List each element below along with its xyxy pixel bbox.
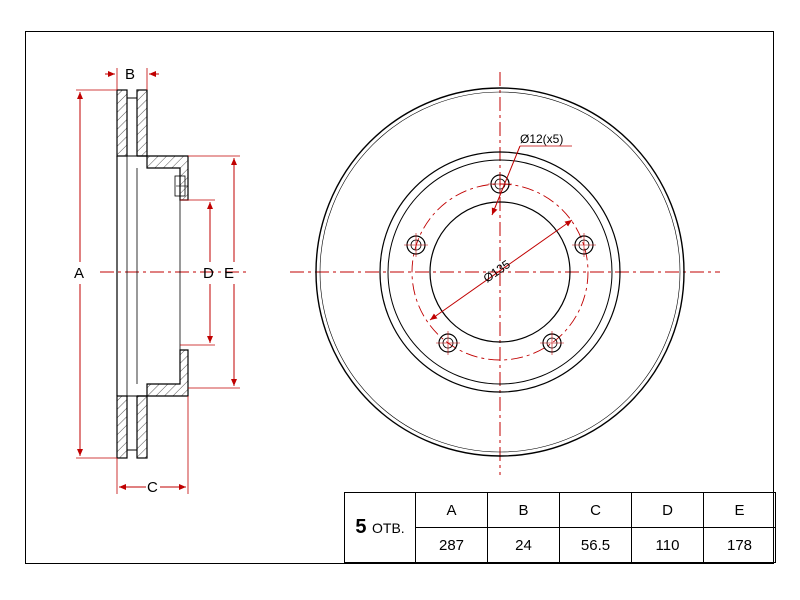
dimension-e: E	[188, 155, 240, 389]
lower-outer-plate	[116, 395, 128, 459]
spec-table: 5 ОТВ. A B C D E 287 24 56.5 110 178	[344, 492, 776, 563]
value-a: 287	[415, 527, 488, 563]
dimension-a: A	[74, 89, 117, 459]
hole-callout-label: Ø12(x5)	[520, 132, 563, 146]
header-a: A	[415, 492, 488, 528]
bolt-hole	[488, 172, 512, 196]
header-b: B	[487, 492, 560, 528]
dimension-d-label: D	[203, 265, 214, 282]
bolt-hole	[436, 331, 460, 355]
value-e: 178	[703, 527, 776, 563]
bolt-hole	[572, 233, 596, 257]
upper-inner-plate	[136, 89, 148, 157]
dimension-e-label: E	[224, 265, 234, 282]
bolt-hole	[540, 331, 564, 355]
friction-ring-inner-edge	[379, 151, 621, 393]
dimension-c: C	[116, 396, 189, 496]
header-d: D	[631, 492, 704, 528]
hub-face	[387, 159, 613, 385]
holes-count: 5	[355, 516, 367, 538]
disc-outer-edge	[315, 87, 685, 457]
header-c: C	[559, 492, 632, 528]
dimension-c-label: C	[147, 479, 158, 496]
holes-count-cell: 5 ОТВ.	[344, 492, 416, 563]
header-e: E	[703, 492, 776, 528]
side-view: A B C D	[74, 66, 250, 496]
lower-inner-plate	[136, 395, 148, 459]
hole-callout: Ø12(x5)	[491, 132, 572, 216]
drawing-frame	[25, 31, 774, 564]
hub-upper-section	[137, 155, 189, 201]
bolt-hole	[404, 233, 428, 257]
dimension-a-label: A	[74, 265, 84, 282]
front-view: Ø12(x5) Ø135	[290, 72, 720, 475]
bolt-holes	[404, 172, 596, 355]
dimension-b: B	[105, 66, 159, 90]
value-c: 56.5	[559, 527, 632, 563]
dimension-d: D	[180, 199, 215, 346]
pcd-callout: Ø135	[429, 219, 573, 321]
hub-lower-section	[137, 349, 189, 397]
dimension-b-label: B	[125, 66, 135, 83]
upper-outer-plate	[116, 89, 128, 157]
holes-unit: ОТВ.	[372, 520, 405, 536]
value-d: 110	[631, 527, 704, 563]
value-b: 24	[487, 527, 560, 563]
pcd-callout-label: Ø135	[481, 257, 513, 285]
